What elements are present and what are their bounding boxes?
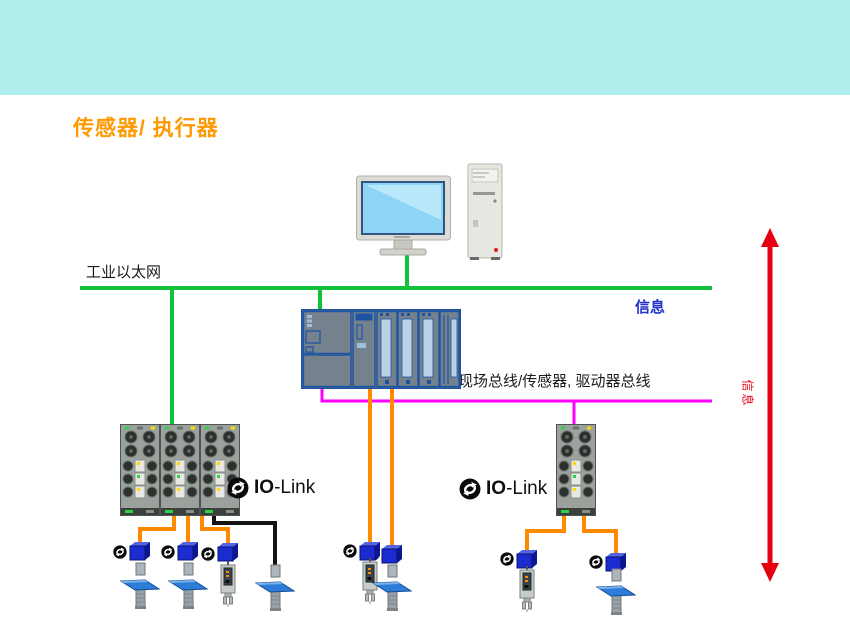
io-link-logo-icon bbox=[343, 544, 357, 558]
io-link-cable bbox=[138, 514, 176, 543]
io-link-connector-box bbox=[129, 541, 151, 561]
io-link-cable bbox=[582, 514, 618, 556]
fork-sensor bbox=[519, 566, 535, 612]
io-link-brand-rest: -Link bbox=[274, 477, 316, 498]
ethernet-label: 工业以太网 bbox=[86, 264, 162, 281]
io-link-logo-icon bbox=[161, 545, 175, 559]
fork-sensor bbox=[220, 561, 236, 607]
io-link-master-module bbox=[160, 424, 200, 516]
cylindrical-sensor bbox=[255, 564, 295, 612]
io-link-logo-icon bbox=[589, 555, 603, 569]
io-link-connector-box bbox=[217, 542, 239, 562]
monitor-icon bbox=[356, 175, 451, 256]
io-link-logo-icon bbox=[500, 552, 514, 566]
cylindrical-sensor bbox=[168, 562, 208, 610]
top-banner bbox=[0, 0, 850, 95]
cylindrical-sensor bbox=[596, 568, 636, 616]
page-title: 传感器/ 执行器 bbox=[73, 117, 219, 140]
plc-controller bbox=[301, 309, 461, 389]
io-link-brand-bold: IO bbox=[486, 478, 507, 499]
io-link-cable bbox=[200, 514, 230, 544]
io-link-logo-icon bbox=[227, 477, 249, 499]
io-link-wordmark: IO-Link bbox=[227, 477, 315, 499]
io-link-master-module bbox=[200, 424, 240, 516]
io-link-cable bbox=[525, 514, 566, 551]
io-link-brand-bold: IO bbox=[254, 477, 275, 498]
io-link-brand-rest: -Link bbox=[506, 478, 548, 499]
pc-tower-icon bbox=[467, 163, 503, 260]
flow-arrow-head-up bbox=[761, 228, 779, 247]
cylindrical-sensor bbox=[120, 562, 160, 610]
io-link-master-module bbox=[556, 424, 596, 516]
io-link-wordmark: IO-Link bbox=[459, 478, 547, 500]
info-label: 信息 bbox=[635, 299, 666, 316]
io-link-logo-icon bbox=[459, 478, 481, 500]
fieldbus-label: 现场总线/传感器, 驱动器总线 bbox=[458, 373, 651, 390]
io-link-master-module bbox=[120, 424, 160, 516]
io-link-connector-box bbox=[381, 544, 403, 564]
io-link-logo-icon bbox=[113, 545, 127, 559]
io-link-logo-icon bbox=[201, 547, 215, 561]
flow-arrow-head-down bbox=[761, 563, 779, 582]
cylindrical-sensor bbox=[372, 564, 412, 612]
pc-workstation bbox=[356, 163, 503, 260]
io-link-connector-box bbox=[177, 541, 199, 561]
flow-arrow-label: 信息 bbox=[740, 379, 755, 408]
